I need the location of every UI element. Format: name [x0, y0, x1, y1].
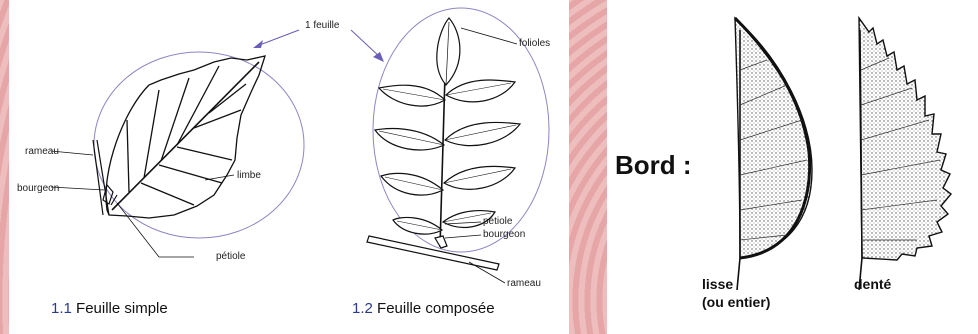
caption-simple-number: 1.1 [51, 300, 72, 317]
arrow-to-compound-leaf [351, 30, 381, 58]
smooth-label-note: (ou entier) [702, 293, 770, 311]
bud-label-compound: bourgeon [483, 229, 525, 240]
leaf-types-drawing [9, 0, 569, 334]
simple-leaf-pointer-lines [51, 151, 234, 257]
caption-simple-text: Feuille simple [76, 300, 168, 317]
caption-compound-text: Feuille composée [377, 300, 495, 317]
caption-compound-leaf: 1.2 Feuille composée [352, 300, 495, 317]
toothed-margin-leaf [859, 18, 951, 290]
branch-label-simple: rameau [25, 146, 59, 157]
petiole-label-compound: pétiole [483, 216, 512, 227]
leaf-types-panel: 1 feuille rameau bourgeon limbe pétiole … [9, 0, 569, 334]
petiole-label-simple: pétiole [216, 251, 245, 262]
bud-label-simple: bourgeon [17, 183, 59, 194]
simple-leaf-outline-ellipse [94, 52, 304, 238]
leaflets-label: folioles [519, 38, 550, 49]
toothed-label: denté [854, 275, 891, 293]
branch-label-compound: rameau [507, 278, 541, 289]
simple-leaf [106, 56, 265, 218]
arrow-head-simple [253, 40, 263, 48]
arrow-head-compound [373, 52, 384, 62]
compound-leaf-branch [367, 236, 499, 270]
leaf-margin-panel: Bord : lisse (ou entier) denté [607, 0, 978, 334]
caption-compound-number: 1.2 [352, 300, 373, 317]
one-leaf-label: 1 feuille [305, 20, 339, 31]
blade-label: limbe [237, 170, 261, 181]
smooth-label: lisse [702, 275, 733, 293]
caption-simple-leaf: 1.1 Feuille simple [51, 300, 168, 317]
margin-title: Bord : [615, 150, 692, 181]
smooth-margin-leaf [735, 18, 812, 290]
arrow-to-simple-leaf [257, 30, 299, 46]
